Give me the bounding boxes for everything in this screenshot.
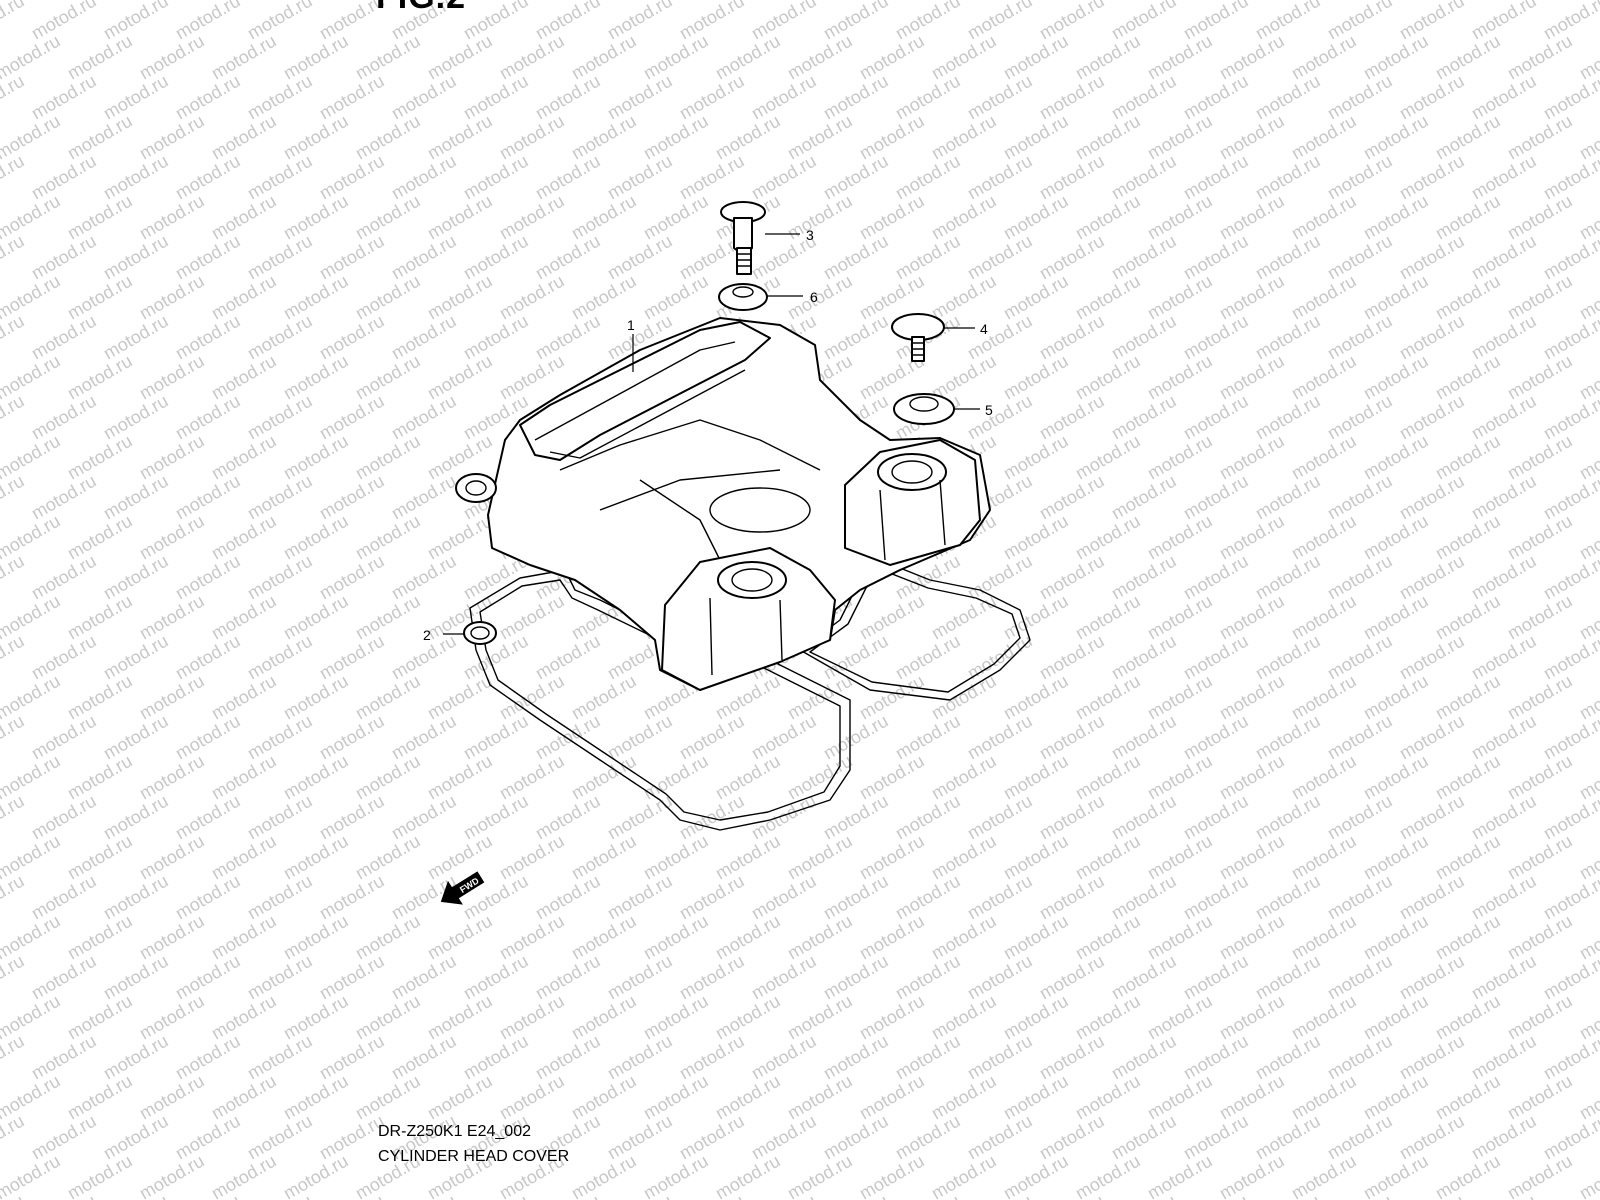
rubber-washer bbox=[893, 393, 955, 425]
cylinder-head-cover bbox=[455, 317, 991, 691]
callout-3: 3 bbox=[806, 227, 814, 243]
fwd-arrow-icon: FWD bbox=[440, 871, 485, 905]
callout-2: 2 bbox=[423, 627, 431, 643]
figure-title-caption: CYLINDER HEAD COVER bbox=[378, 1148, 570, 1165]
callout-1: 1 bbox=[627, 317, 635, 333]
callout-6: 6 bbox=[810, 289, 818, 305]
callout-4: 4 bbox=[980, 321, 988, 337]
callout-5: 5 bbox=[985, 402, 993, 418]
head-cover-bolt bbox=[720, 201, 766, 275]
watermark-text: motod.ru bbox=[1576, 0, 1600, 3]
model-code-caption: DR-Z250K1 E24_002 bbox=[378, 1123, 531, 1140]
bolt-washer bbox=[718, 283, 768, 311]
head-cover-bolt-small bbox=[891, 313, 945, 362]
